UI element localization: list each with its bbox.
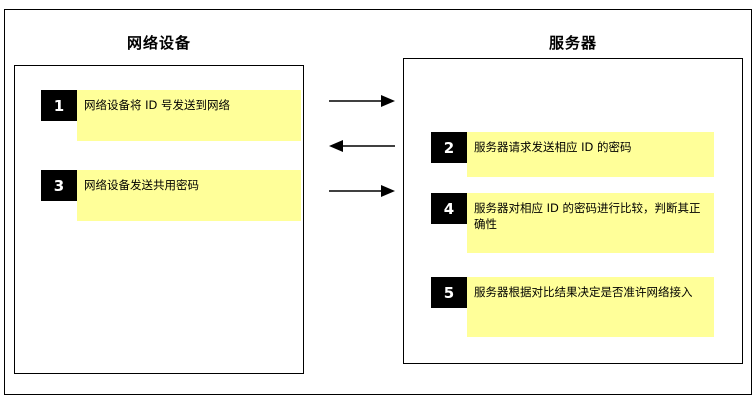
step-5: 5 服务器根据对比结果决定是否准许网络接入: [431, 277, 714, 337]
step-2-text: 服务器请求发送相应 ID 的密码: [467, 132, 714, 177]
step-1: 1 网络设备将 ID 号发送到网络: [41, 90, 301, 141]
step-4-text: 服务器对相应 ID 的密码进行比较，判断其正确性: [467, 193, 714, 253]
step-3-text: 网络设备发送共用密码: [77, 170, 301, 221]
step-4: 4 服务器对相应 ID 的密码进行比较，判断其正确性: [431, 193, 714, 253]
step-3-number: 3: [41, 170, 77, 201]
arrow-left-icon-step2: [329, 139, 395, 153]
step-2-number: 2: [431, 132, 467, 163]
column-title-network-device: 网络设备: [126, 34, 191, 52]
arrow-right-icon-step1: [329, 94, 395, 108]
step-5-text: 服务器根据对比结果决定是否准许网络接入: [467, 277, 714, 337]
step-3: 3 网络设备发送共用密码: [41, 170, 301, 221]
step-5-number: 5: [431, 277, 467, 308]
step-4-number: 4: [431, 193, 467, 224]
step-1-text: 网络设备将 ID 号发送到网络: [77, 90, 301, 141]
column-title-server: 服务器: [548, 34, 597, 52]
arrow-right-icon-step3: [329, 184, 395, 198]
step-1-number: 1: [41, 90, 77, 121]
step-2: 2 服务器请求发送相应 ID 的密码: [431, 132, 714, 177]
